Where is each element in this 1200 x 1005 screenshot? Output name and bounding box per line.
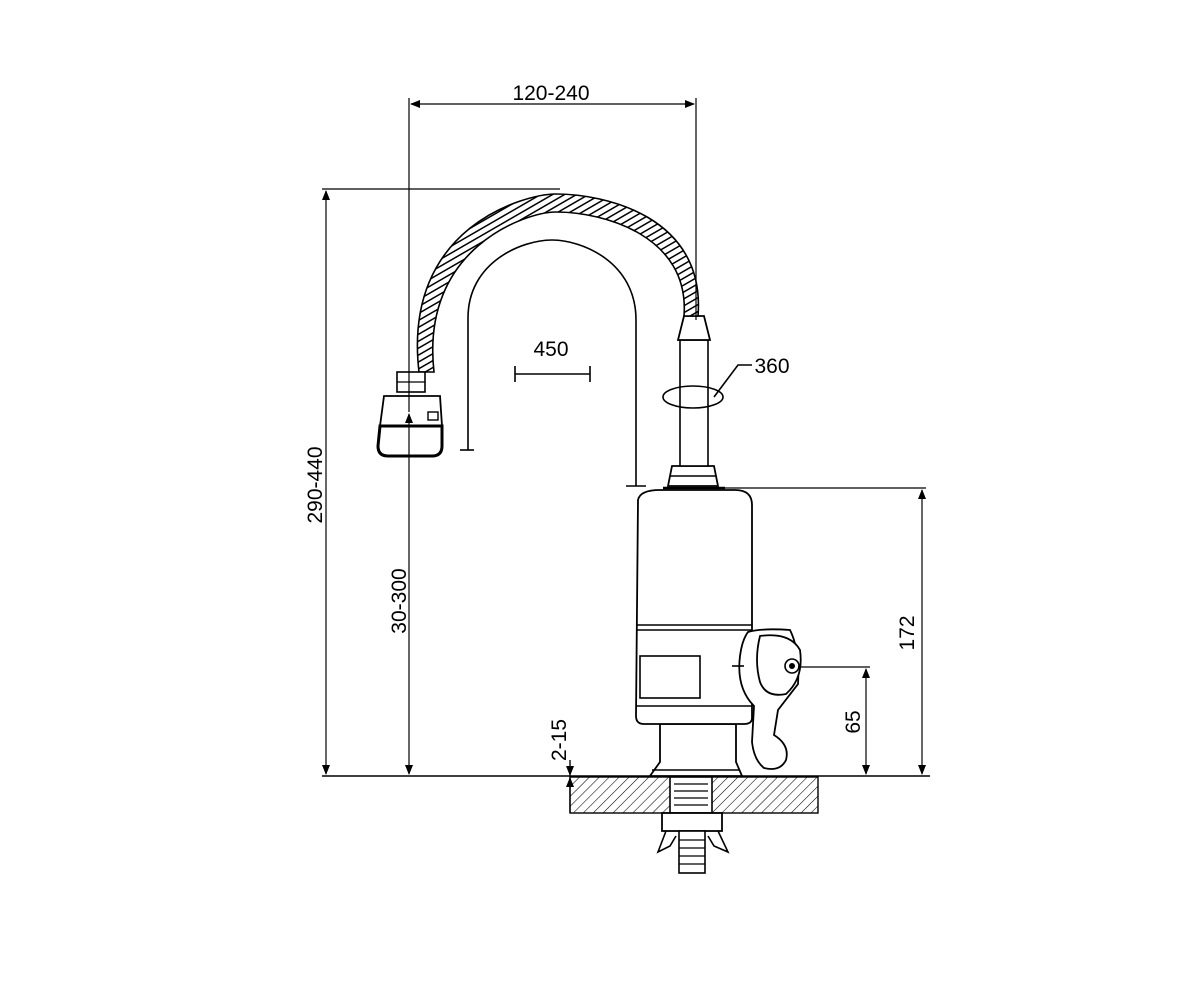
countertop [322, 775, 930, 814]
temperature-display [639, 655, 701, 699]
dim-counter-thickness-label: 2-15 [548, 719, 571, 761]
rotation-indicator [662, 364, 752, 409]
spray-head [376, 371, 444, 458]
spout-pipe [663, 315, 725, 490]
dim-total-height-label: 290-440 [304, 446, 327, 523]
dim-total-height: 290-440 [304, 188, 560, 775]
lever-handle [732, 628, 802, 770]
dim-bend-radius-label: 450 [533, 338, 568, 361]
flexible-hose [416, 193, 700, 373]
heater-body [635, 489, 753, 725]
dim-outlet-height-label: 30-300 [388, 568, 411, 633]
mounting-shank [656, 776, 730, 874]
dim-counter-thickness: 2-15 [548, 719, 574, 813]
dim-handle-height-label: 65 [842, 710, 865, 733]
dim-body-height: 172 [716, 487, 926, 775]
faucet-base [648, 723, 744, 777]
dim-rotation-label: 360 [754, 355, 789, 378]
dim-spout-reach-label: 120-240 [512, 82, 589, 105]
dim-outlet-height: 30-300 [388, 413, 413, 775]
flex-range-arc [460, 239, 646, 487]
dim-body-height-label: 172 [896, 615, 919, 650]
dim-handle-height: 65 [798, 666, 870, 775]
dim-bend-radius: 450 [514, 338, 591, 382]
dim-spout-reach: 120-240 [408, 82, 697, 412]
